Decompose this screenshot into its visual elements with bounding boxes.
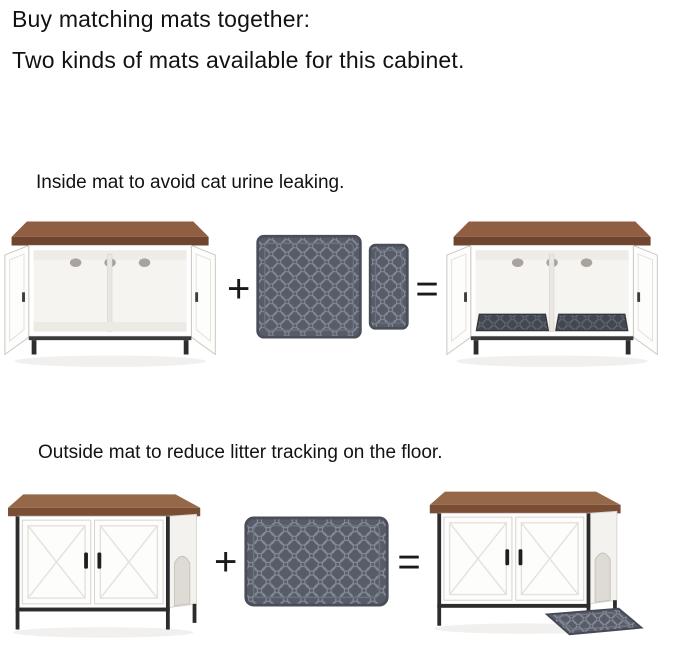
wood-top <box>453 221 651 246</box>
plus-icon: + <box>227 266 251 311</box>
right-side-panel <box>167 513 197 609</box>
left-door-open <box>446 244 471 356</box>
metal-frame-legs <box>15 516 197 630</box>
door-handles <box>84 552 102 569</box>
headline-line1: Buy matching mats together: <box>12 6 311 32</box>
inside-mat-small <box>369 243 410 330</box>
door-handle <box>195 292 199 302</box>
center-divider <box>106 253 113 332</box>
cable-hole <box>138 258 151 267</box>
cabinet-interior <box>28 244 192 337</box>
inside-mats-image <box>256 234 410 339</box>
inside-mat-large <box>256 234 363 339</box>
outside-mat-caption: Outside mat to reduce litter tracking on… <box>38 442 443 463</box>
cat-door-arch <box>174 555 191 607</box>
outside-mat-equation: + = <box>4 480 677 643</box>
floor-shadow <box>14 355 206 367</box>
floor-shadow <box>456 355 648 367</box>
cat-door-arch <box>594 552 611 603</box>
wood-top <box>8 494 201 517</box>
inside-mat-equation: + = <box>2 206 677 371</box>
open-cabinet-image <box>4 221 216 367</box>
outside-mat-image <box>244 516 389 607</box>
wood-top <box>11 221 209 246</box>
plus-icon: + <box>214 539 238 584</box>
cable-hole <box>511 258 524 267</box>
cable-hole <box>580 258 592 267</box>
closed-cabinet-image <box>8 494 201 638</box>
door-handles <box>505 549 523 566</box>
door-handle <box>22 292 25 302</box>
closed-cabinet-with-mat-image <box>429 491 644 636</box>
right-door-open <box>632 244 658 356</box>
wood-top <box>429 491 621 514</box>
right-barn-door <box>94 519 164 605</box>
liner-mat-left <box>475 313 549 332</box>
metal-base-frame <box>28 336 192 355</box>
liner-mat-right <box>554 313 629 332</box>
metal-base-frame <box>470 336 634 355</box>
equals-icon: = <box>397 539 421 584</box>
right-side-panel <box>587 510 618 605</box>
open-cabinet-with-mats-image <box>446 221 658 367</box>
left-door-open <box>4 244 30 356</box>
door-handle <box>636 292 640 302</box>
center-divider <box>548 253 555 332</box>
door-handle <box>463 292 467 302</box>
equals-icon: = <box>415 266 439 311</box>
outside-mat <box>244 516 389 607</box>
left-barn-door <box>21 519 92 605</box>
right-door-open <box>190 244 216 356</box>
floor-shadow <box>12 627 194 638</box>
cable-hole <box>69 258 82 267</box>
inside-mat-caption: Inside mat to avoid cat urine leaking. <box>36 172 345 193</box>
outside-floor-mat <box>544 607 644 636</box>
left-barn-door <box>443 516 513 601</box>
right-barn-door <box>514 516 584 601</box>
headline-line2: Two kinds of mats available for this cab… <box>12 47 465 73</box>
